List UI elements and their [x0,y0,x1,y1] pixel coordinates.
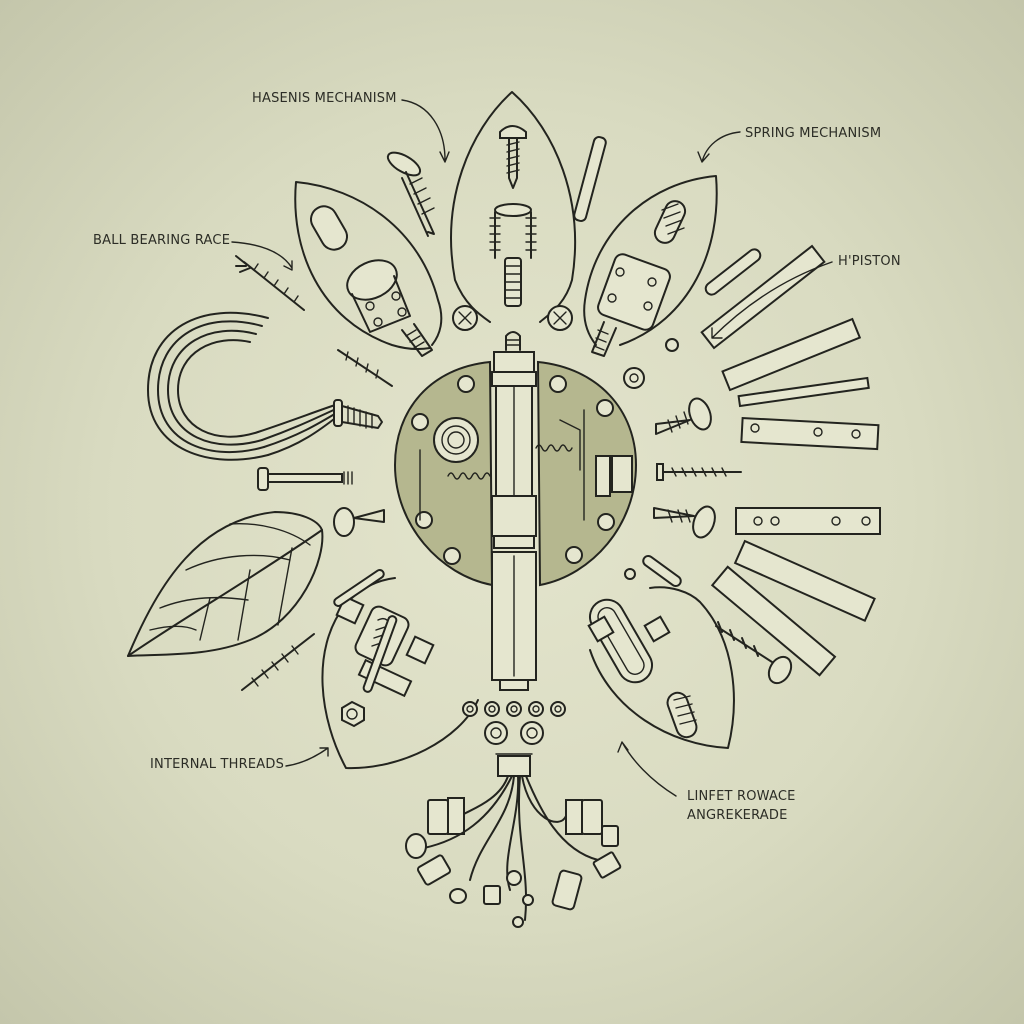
phillips-washers [452,305,573,331]
label-internal-threads: INTERNAL THREADS [150,757,285,772]
long-bolt [257,467,353,491]
coiled-cable [147,311,383,461]
cam-bolt [310,205,433,357]
washers [462,701,566,745]
label-ball-bearing-race: BALL BEARING RACE [93,233,231,248]
label-linfet-rowace: LINFET ROWACE [687,789,796,804]
leader-arrows [231,99,833,797]
top-spring-bolt [489,125,537,307]
wire-harness [405,753,622,928]
center-shaft [491,331,537,691]
label-piston: H'PISTON [838,254,901,269]
hinge-plates-upper [700,244,880,451]
label-spring-mechanism: SPRING MECHANISM [745,126,882,141]
petal-outlines [294,91,735,770]
label-angrekerade: ANGREKERADE [687,808,788,823]
screws [235,136,793,693]
vein-leaf [127,511,324,657]
clamp-block [591,200,687,357]
central-housing-disc [393,360,638,587]
label-hasenis-mechanism: HASENIS MECHANISM [252,91,397,106]
clip-assembly [587,568,698,739]
hinge-plates-lower [710,507,881,677]
bracket-assembly [335,595,435,728]
